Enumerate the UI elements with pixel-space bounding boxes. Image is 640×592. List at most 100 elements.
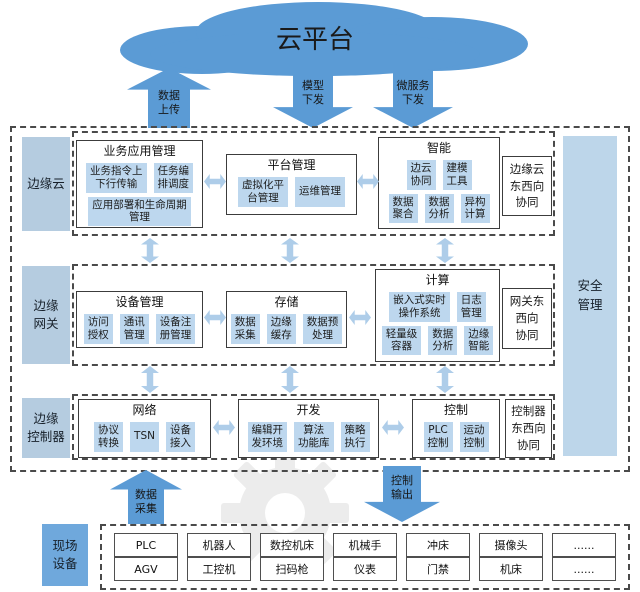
device-chip: 摄像头 (479, 533, 543, 557)
east-west-collab-box-2: 控制器 东西向 协同 (505, 399, 552, 458)
function-chip: 运维管理 (295, 177, 345, 207)
function-chip: 协议 转换 (94, 422, 124, 452)
function-chip: 边缘 缓存 (266, 314, 296, 344)
layer-label-2: 边缘 控制器 (22, 398, 70, 458)
chip-row: PLC 控制运动 控制 (423, 422, 489, 452)
data-collection-label: 数据 采集 (135, 487, 157, 515)
device-chip: ...... (552, 533, 616, 557)
chip-row: 嵌入式实时 操作系统日志 管理 (389, 292, 486, 322)
device-chip: AGV (114, 557, 178, 581)
function-chip: 数据 分析 (428, 325, 458, 356)
device-chip: 数控机床 (260, 533, 324, 557)
function-chip: 任务编 排调度 (153, 163, 193, 193)
double-arrow-vertical-icon (436, 366, 454, 393)
function-group-title: 智能 (426, 141, 451, 155)
function-chip: 编辑开 发环境 (247, 422, 287, 452)
east-west-collab-box-0: 边缘云 东西向 协同 (502, 156, 552, 216)
layer-box-1 (72, 264, 555, 366)
double-arrow-horizontal-icon (382, 420, 404, 435)
function-group: 开发编辑开 发环境算法 功能库策略 执行 (238, 399, 379, 458)
function-chip: 运动 控制 (459, 422, 489, 452)
function-chip: 数据 分析 (424, 193, 454, 224)
chip-row: 应用部署和生命周期 管理 (88, 196, 191, 227)
function-chip: 策略 执行 (340, 422, 370, 452)
device-chip: 机床 (479, 557, 543, 581)
double-arrow-vertical-icon (436, 238, 454, 263)
double-arrow-horizontal-icon (204, 310, 226, 325)
function-chip: 业务指令上 下行传输 (86, 163, 147, 193)
cloud-platform-label: 云平台 (276, 25, 354, 55)
layer-box-2 (72, 394, 555, 460)
function-chip: 异构 计算 (460, 193, 490, 224)
device-chip: 机器人 (187, 533, 251, 557)
device-chip: 冲床 (406, 533, 470, 557)
double-arrow-vertical-icon (141, 366, 159, 393)
chip-row: 数据 聚合数据 分析异构 计算 (388, 193, 490, 224)
function-chip: 通讯 管理 (119, 314, 149, 344)
double-arrow-horizontal-icon (357, 174, 379, 189)
microservice-dispatch-label: 微服务 下发 (396, 78, 430, 106)
function-chip: TSN (130, 422, 159, 452)
chip-row: 边云 协同建模 工具 (406, 160, 472, 190)
function-group-title: 存储 (274, 295, 299, 309)
chip-row: 虚拟化平 台管理运维管理 (238, 177, 345, 207)
function-group-title: 网络 (132, 403, 157, 417)
function-group-title: 设备管理 (115, 295, 164, 309)
function-chip: 边缘 智能 (464, 325, 494, 356)
data-collection-arrow: 数据 采集 (110, 470, 182, 524)
function-group: 设备管理访问 授权通讯 管理设备注 册管理 (76, 291, 203, 348)
function-group-title: 业务应用管理 (103, 144, 176, 158)
model-dispatch-label: 模型 下发 (302, 78, 324, 106)
double-arrow-horizontal-icon (213, 420, 235, 435)
function-group: 平台管理虚拟化平 台管理运维管理 (226, 154, 357, 215)
security-management-bar: 安全 管理 (563, 136, 617, 456)
device-chip: 仪表 (333, 557, 397, 581)
device-chip: 扫码枪 (260, 557, 324, 581)
control-output-label: 控制 输出 (391, 473, 413, 501)
double-arrow-vertical-icon (141, 238, 159, 263)
function-group-title: 计算 (425, 273, 450, 287)
device-chip: 门禁 (406, 557, 470, 581)
function-group: 控制 PLC 控制运动 控制 (412, 399, 500, 458)
device-chip: PLC (114, 533, 178, 557)
function-group: 智能边云 协同建模 工具数据 聚合数据 分析异构 计算 (378, 137, 500, 229)
function-group-title: 开发 (296, 403, 321, 417)
edge-domain-boundary (10, 126, 630, 472)
data-upload-label: 数据 上传 (158, 88, 180, 116)
chip-row: 编辑开 发环境算法 功能库策略 执行 (247, 422, 370, 452)
function-chip: 应用部署和生命周期 管理 (88, 196, 191, 227)
function-chip: PLC 控制 (423, 422, 453, 452)
function-chip: 轻量级 容器 (381, 325, 422, 356)
chip-row: 数据 采集边缘 缓存数据预 处理 (230, 314, 343, 344)
double-arrow-vertical-icon (281, 366, 299, 393)
layer-label-0: 边缘云 (22, 137, 70, 231)
double-arrow-horizontal-icon (204, 174, 226, 189)
function-chip: 边云 协同 (406, 160, 436, 190)
control-output-arrow: 控制 输出 (364, 466, 440, 522)
microservice-dispatch-arrow: 微服务 下发 (373, 70, 453, 128)
east-west-collab-box-1: 网关东 西向 协同 (502, 288, 552, 349)
device-chip: 工控机 (187, 557, 251, 581)
function-chip: 数据预 处理 (302, 314, 343, 344)
function-chip: 设备 接入 (165, 422, 195, 452)
chip-row: 轻量级 容器数据 分析边缘 智能 (381, 325, 494, 356)
cloud-platform-shape: 云平台 (120, 2, 528, 76)
function-chip: 嵌入式实时 操作系统 (389, 292, 450, 322)
function-group: 计算嵌入式实时 操作系统日志 管理轻量级 容器数据 分析边缘 智能 (375, 269, 500, 362)
layer-box-0 (72, 131, 555, 236)
function-group: 业务应用管理业务指令上 下行传输任务编 排调度应用部署和生命周期 管理 (76, 140, 203, 228)
function-group-title: 平台管理 (267, 158, 316, 172)
function-chip: 日志 管理 (456, 292, 486, 322)
double-arrow-horizontal-icon (349, 310, 371, 325)
function-group-title: 控制 (443, 403, 468, 417)
function-chip: 设备注 册管理 (155, 314, 196, 344)
function-chip: 数据 聚合 (388, 193, 418, 224)
field-devices-label: 现场 设备 (42, 524, 88, 586)
